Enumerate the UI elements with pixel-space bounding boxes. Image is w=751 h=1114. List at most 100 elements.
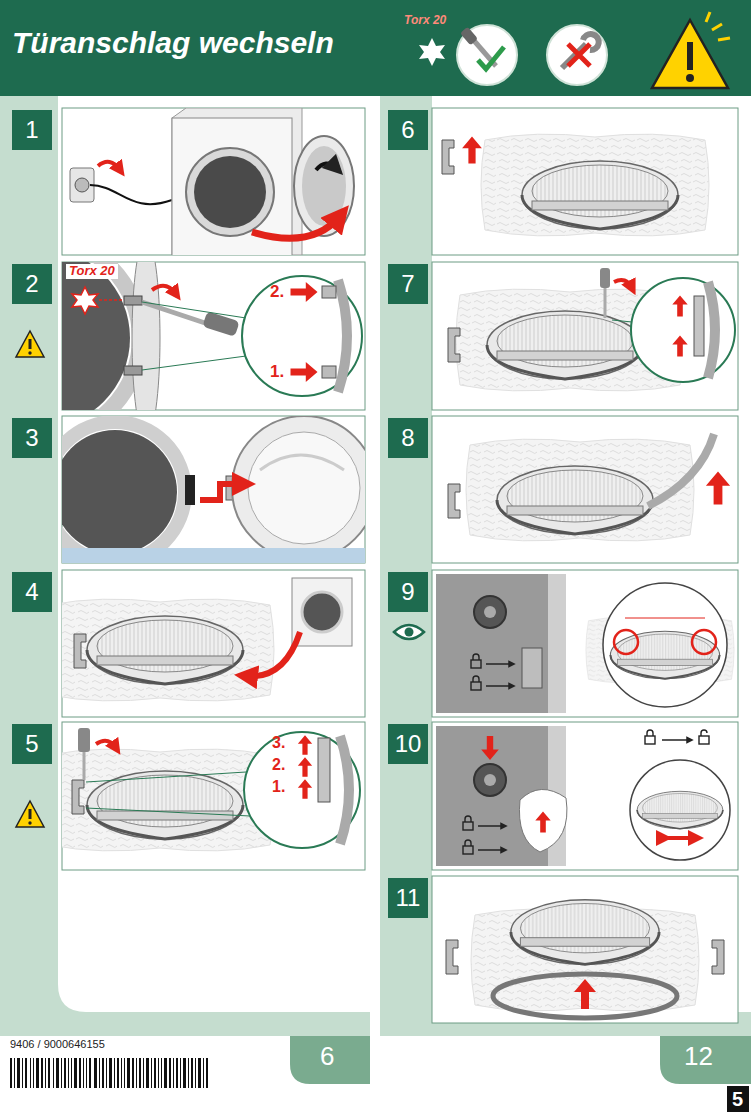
step9-check-locks	[394, 574, 734, 713]
step5-remove-hinge-part-part	[87, 771, 243, 839]
step5-remove-hinge-part-part	[244, 732, 360, 848]
step-number: 11	[396, 886, 421, 910]
background-part	[727, 1086, 749, 1112]
step5-remove-hinge-part-part	[96, 741, 116, 748]
step10-unlock-cover-part	[478, 825, 504, 827]
tool-label: Torx 20	[404, 14, 446, 28]
step9-check-locks-part	[394, 625, 424, 639]
step11-separate-cover-part	[712, 940, 724, 974]
step5-remove-hinge-part-part	[298, 757, 312, 777]
step2-hinge-screws-part-part	[152, 286, 176, 294]
step8-lift-ring-part	[497, 466, 653, 534]
step7-unscrew-part	[487, 311, 643, 379]
step2-hinge-screws-part-part	[142, 356, 246, 370]
step3-remove-door-part	[248, 432, 360, 544]
step10-unlock-cover-part	[436, 726, 566, 866]
step2-hinge-screws-part-part	[291, 282, 318, 302]
step-number-box: 10	[388, 724, 428, 764]
step9-check-locks-part-part	[474, 596, 506, 628]
header-icons-part	[687, 42, 693, 70]
step1-unplug-part	[302, 146, 346, 226]
step5-remove-hinge-part-part	[83, 752, 86, 780]
step4-door-on-mat-part	[74, 634, 86, 668]
step10-unlock-cover-part	[463, 816, 473, 830]
step4-door-on-mat-part	[302, 592, 342, 632]
step2-hinge-screws-part-part	[291, 362, 318, 382]
step-number-box: 3	[12, 418, 52, 458]
step10-unlock-cover-part	[664, 836, 696, 840]
step-number-box: 11	[388, 878, 428, 918]
step3-remove-door-part	[62, 430, 177, 554]
step5-remove-hinge	[16, 728, 360, 851]
step-number: 2	[25, 272, 38, 296]
step2-hinge-screws-part-part	[322, 366, 336, 378]
step9-check-locks-part	[436, 574, 734, 713]
step1-unplug-part	[252, 216, 340, 238]
step1-unplug-part	[90, 185, 172, 204]
step1-unplug-part	[194, 156, 266, 228]
step5-remove-hinge-part-part	[340, 736, 349, 844]
callout-number: 2.	[270, 282, 284, 302]
step2-hinge-screws	[0, 238, 362, 438]
step2-hinge-screws-part	[16, 331, 44, 357]
step7-unscrew-part	[672, 336, 687, 357]
step-number: 1	[25, 118, 38, 142]
step10-unlock-cover-part	[637, 791, 723, 828]
step6-lift-hinge-part	[442, 140, 454, 174]
step10-unlock-cover-part	[463, 840, 473, 854]
step2-hinge-screws-part-part	[124, 296, 142, 305]
step7-unscrew	[448, 268, 735, 391]
step3-remove-door-part	[62, 548, 365, 563]
step9-check-locks-part-part	[484, 606, 496, 618]
step9-check-locks-part-part	[614, 630, 638, 654]
step9-check-locks-part	[405, 628, 414, 637]
step10-unlock-cover-part	[645, 730, 655, 744]
step7-unscrew-part	[631, 278, 735, 382]
step2-hinge-screws-part	[62, 262, 362, 410]
background-part	[290, 1036, 370, 1084]
step8-lift-ring-part	[448, 484, 460, 518]
step5-remove-hinge-part	[16, 801, 44, 827]
step2-hinge-screws-part-part	[124, 366, 142, 375]
header-icons-part	[568, 44, 590, 66]
step9-check-locks-part-part	[471, 654, 481, 668]
step2-hinge-screws-part-part	[142, 302, 246, 318]
callout-number: 1.	[272, 778, 285, 796]
step10-unlock-cover-part	[662, 739, 690, 741]
step9-check-locks-part-part	[625, 618, 705, 619]
step-panels-part	[432, 876, 738, 1023]
step2-hinge-screws-part-part	[242, 276, 362, 396]
step6-lift-hinge-part	[522, 161, 678, 229]
page-number: 6	[320, 1042, 334, 1072]
step2-hinge-screws-part-part	[338, 280, 347, 392]
step-number-box: 2	[12, 264, 52, 304]
step11-separate-cover-part	[511, 900, 659, 965]
step10-unlock-cover	[436, 726, 730, 866]
step2-hinge-screws-part-part	[62, 262, 130, 410]
step9-check-locks-part-part	[486, 685, 512, 687]
header-icons	[419, 12, 730, 88]
background-part	[380, 96, 751, 1036]
step-number-box: 1	[12, 110, 52, 150]
step-panels-part	[432, 570, 738, 717]
tool-label: Torx 20	[66, 264, 118, 279]
step3-remove-door-part	[232, 416, 365, 560]
step7-unscrew-part	[600, 268, 610, 288]
step6-lift-hinge	[442, 134, 709, 236]
step1-unplug-part	[316, 163, 336, 170]
header-icons-part	[652, 20, 728, 88]
step1-unplug-part	[186, 148, 274, 236]
step4-door-on-mat-part	[246, 632, 300, 676]
step-number-box: 6	[388, 110, 428, 150]
step-number-box: 9	[388, 572, 428, 612]
step-number: 9	[401, 580, 414, 604]
step1-unplug	[70, 108, 354, 255]
step5-remove-hinge-part-part	[298, 735, 312, 755]
header-icons-part	[419, 38, 445, 66]
step3-remove-door-part	[62, 422, 185, 562]
step7-unscrew-part	[672, 296, 687, 317]
step4-door-on-mat-part	[62, 599, 274, 701]
step-panels	[62, 108, 738, 1023]
step-panels-part	[432, 108, 738, 255]
